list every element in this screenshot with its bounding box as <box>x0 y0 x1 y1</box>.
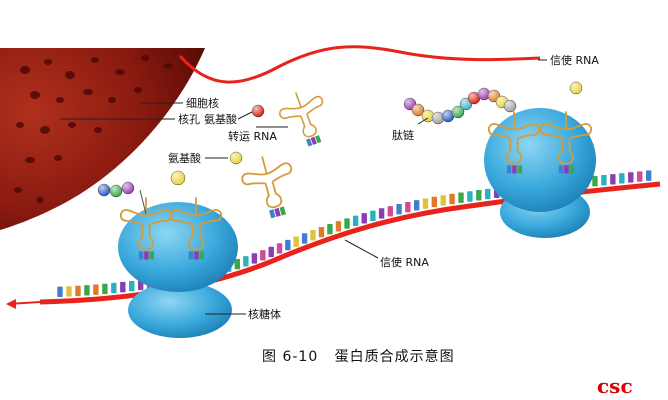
codon-base <box>301 232 308 245</box>
codon-base <box>395 203 403 215</box>
codon-base <box>627 171 635 184</box>
codon-base <box>413 199 420 212</box>
label-amino-acid-2: 氨基酸 <box>168 151 201 165</box>
codon-base <box>242 255 250 268</box>
codon-base <box>251 252 258 265</box>
trna <box>119 197 173 260</box>
codon-base <box>484 188 492 200</box>
codon-base <box>609 173 617 186</box>
codon-base <box>645 169 652 182</box>
codon-base <box>636 170 644 183</box>
watermark: csc <box>597 374 633 398</box>
direction-arrowhead <box>6 299 16 309</box>
codon-base <box>431 196 438 208</box>
codon-base <box>110 282 118 294</box>
codon-base <box>352 215 359 227</box>
label-ribosome: 核糖体 <box>248 307 281 321</box>
label-trna: 转运 RNA <box>228 129 277 143</box>
codon-base <box>369 210 377 222</box>
codon-base <box>422 197 429 210</box>
leader-lines <box>60 59 547 315</box>
codon-base <box>466 190 474 203</box>
codon-base <box>618 172 626 185</box>
codon-base <box>600 174 608 186</box>
trna <box>539 111 593 174</box>
codon-base <box>591 175 599 187</box>
codon-base <box>343 217 351 230</box>
ribosome-right <box>484 108 596 238</box>
codon-base <box>101 283 109 295</box>
codon-base <box>128 280 136 292</box>
nucleus <box>0 48 205 230</box>
amino-acids <box>97 81 583 215</box>
ribosome-left <box>118 202 238 338</box>
codon-base <box>65 285 73 298</box>
codon-base <box>83 284 91 297</box>
codon-base <box>457 191 465 204</box>
codon-base <box>309 229 317 242</box>
codon-base <box>387 205 394 218</box>
codon-base <box>404 201 412 213</box>
label-nuclear-pore: 核孔 <box>178 112 200 126</box>
trna <box>279 92 324 147</box>
figure-caption: 图 6-10 蛋白质合成示意图 <box>262 349 455 365</box>
trna-molecules <box>119 92 593 260</box>
trna <box>487 111 541 174</box>
codon-base <box>119 281 127 293</box>
codon-base <box>448 193 456 205</box>
label-amino-acid-1: 氨基酸 <box>204 112 237 126</box>
codon-base <box>292 235 300 248</box>
codon-base <box>439 194 447 207</box>
label-nucleus: 细胞核 <box>186 96 219 110</box>
codon-base <box>284 239 292 251</box>
label-peptide: 肽链 <box>392 128 414 142</box>
codon-base <box>56 286 64 298</box>
codon-base <box>335 220 342 233</box>
codon-base <box>318 226 325 238</box>
codon-base <box>92 283 100 296</box>
label-mrna-top: 信使 RNA <box>550 54 599 67</box>
label-mrna-mid: 信使 RNA <box>380 256 429 269</box>
codon-base <box>326 223 334 235</box>
codon-base <box>276 242 283 255</box>
trna <box>169 197 223 260</box>
trna <box>241 156 293 219</box>
codon-base <box>378 207 385 220</box>
codon-base <box>74 285 82 297</box>
codon-base <box>475 189 483 202</box>
codon-base <box>259 249 267 262</box>
codon-base <box>234 258 241 270</box>
mrna-strand-top <box>178 45 541 84</box>
codon-base <box>360 212 368 225</box>
codon-base <box>267 246 275 258</box>
